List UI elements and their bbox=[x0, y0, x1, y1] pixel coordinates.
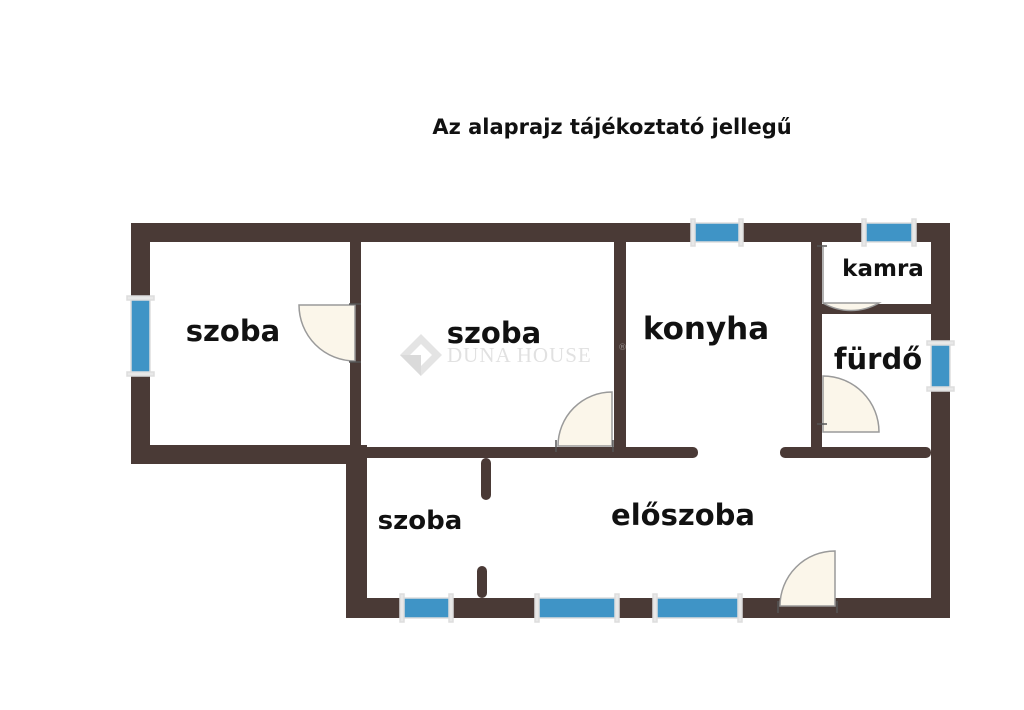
window-top-kitchen bbox=[690, 218, 744, 247]
doors bbox=[298, 247, 882, 607]
room-label-szoba-3: szoba bbox=[378, 506, 463, 536]
room-label-kamra: kamra bbox=[842, 256, 924, 282]
watermark-text: DUNA HOUSE bbox=[447, 343, 592, 367]
window-right-bathroom bbox=[926, 340, 955, 392]
window-bottom-3 bbox=[652, 593, 743, 623]
room-label-furdo: fürdő bbox=[834, 342, 922, 376]
diamond-logo-icon bbox=[400, 334, 442, 376]
room-label-szoba-1: szoba bbox=[186, 314, 280, 348]
watermark: DUNA HOUSE ® bbox=[400, 334, 627, 376]
window-left bbox=[126, 295, 155, 377]
plan-title: Az alaprajz tájékoztató jellegű bbox=[432, 115, 791, 139]
window-bottom-1 bbox=[399, 593, 454, 623]
window-top-pantry bbox=[861, 218, 917, 247]
door-bathroom bbox=[822, 375, 880, 433]
room-label-szoba-2: szoba bbox=[447, 316, 541, 350]
door-frames bbox=[349, 245, 838, 613]
room-label-konyha: konyha bbox=[643, 311, 769, 347]
door-pantry bbox=[822, 247, 882, 312]
room-label-eloszoba: előszoba bbox=[611, 498, 755, 532]
door-entrance bbox=[779, 550, 836, 607]
windows bbox=[126, 218, 955, 623]
window-bottom-2 bbox=[534, 593, 620, 623]
door-room-2 bbox=[557, 391, 613, 447]
watermark-registered-mark: ® bbox=[618, 343, 627, 353]
door-room-1 bbox=[298, 304, 356, 362]
